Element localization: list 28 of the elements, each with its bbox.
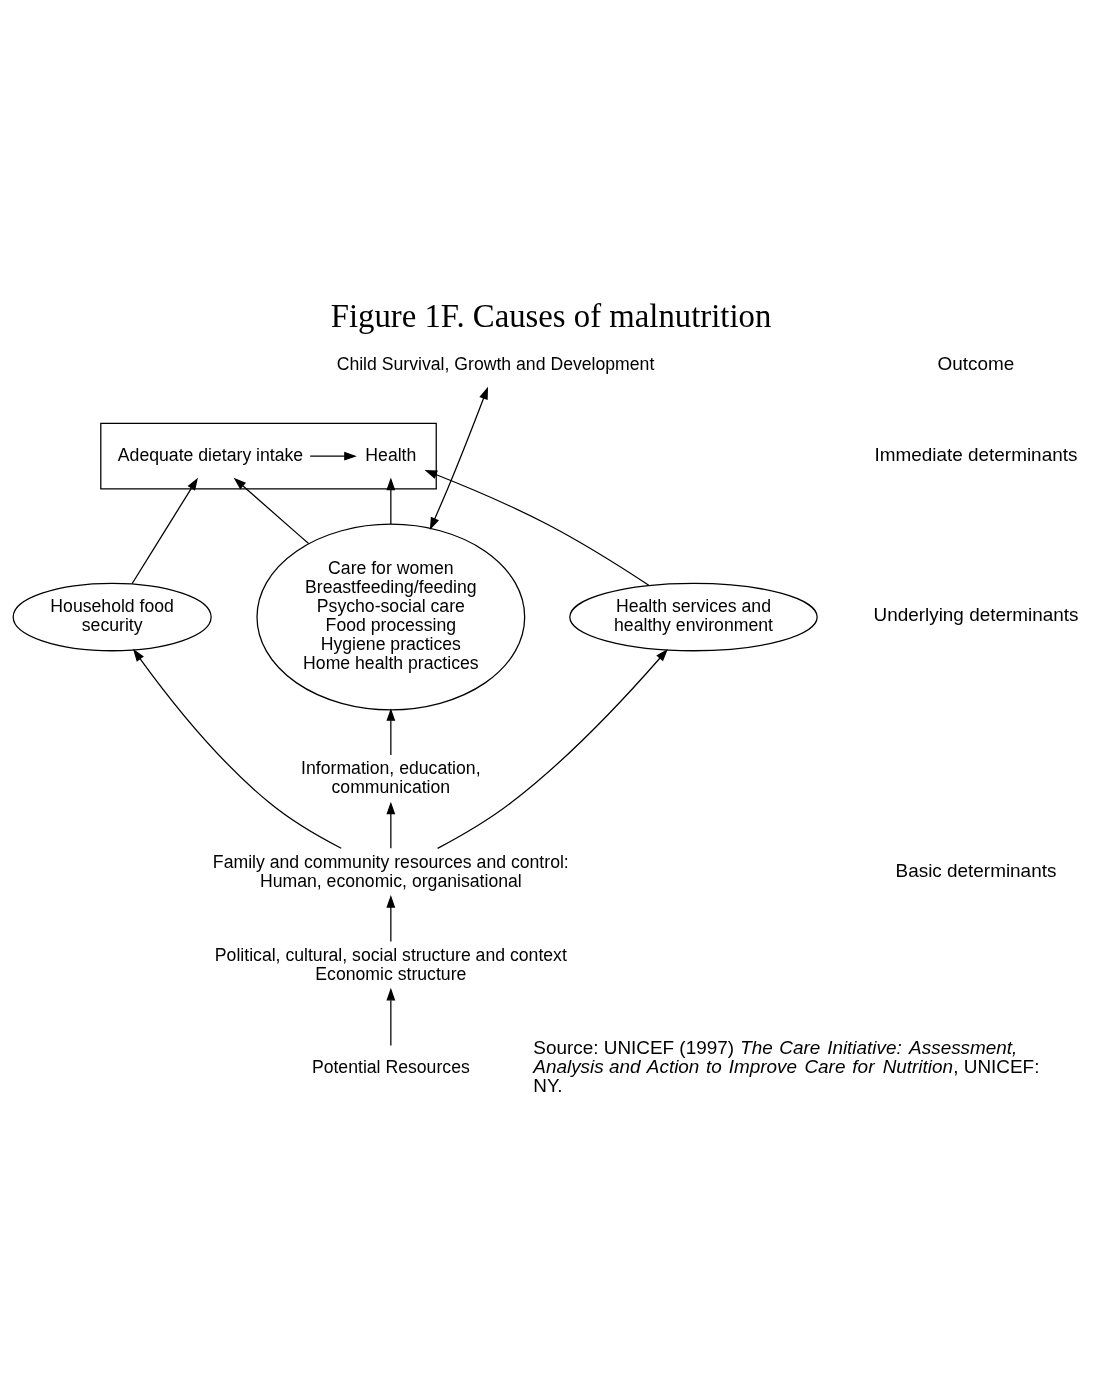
node-text: Potential Resources: [311, 1056, 470, 1077]
node-ellipse: Care for women Breastfeeding/feeding Psycho-social care Food processing Hygiene practices Home health practices: [256, 523, 526, 710]
arrow: [429, 386, 488, 530]
node-text: Adequate dietary intake: [117, 444, 304, 465]
node-text: Information, education, communication: [301, 757, 481, 797]
arrow: [233, 477, 310, 544]
label: Outcome: [937, 352, 1015, 374]
arrow: [132, 648, 342, 849]
arrow: [386, 707, 396, 756]
arrow: [131, 477, 198, 584]
arrow: [386, 477, 396, 525]
caption: Source: UNICEF (1997) The Care Initiative: Assessment, Analysis and Action to Improve Care for Nutrition, UNICEF: NY.: [533, 1036, 1040, 1096]
label: Basic determinants: [895, 859, 1057, 881]
node-text: Family and community resources and control: Human, economic, organisational: [212, 851, 569, 891]
label: Immediate determinants: [874, 443, 1078, 465]
node-ellipse: Household food security: [12, 582, 212, 651]
arrow: [437, 648, 668, 849]
arrow: [424, 469, 650, 586]
arrow: [309, 451, 357, 461]
node-text: Child Survival, Growth and Development: [336, 353, 655, 374]
arrow: [386, 801, 396, 849]
diagram-title: Figure 1F. Causes of malnutrition: [330, 297, 772, 334]
arrow: [386, 894, 396, 942]
arrow: [386, 987, 396, 1046]
label: Underlying determinants: [873, 603, 1079, 625]
node-ellipse: Health services and healthy environment: [569, 582, 818, 651]
node-text: Political, cultural, social structure and context Economic structure: [214, 944, 567, 984]
node-text: Health: [365, 444, 417, 465]
